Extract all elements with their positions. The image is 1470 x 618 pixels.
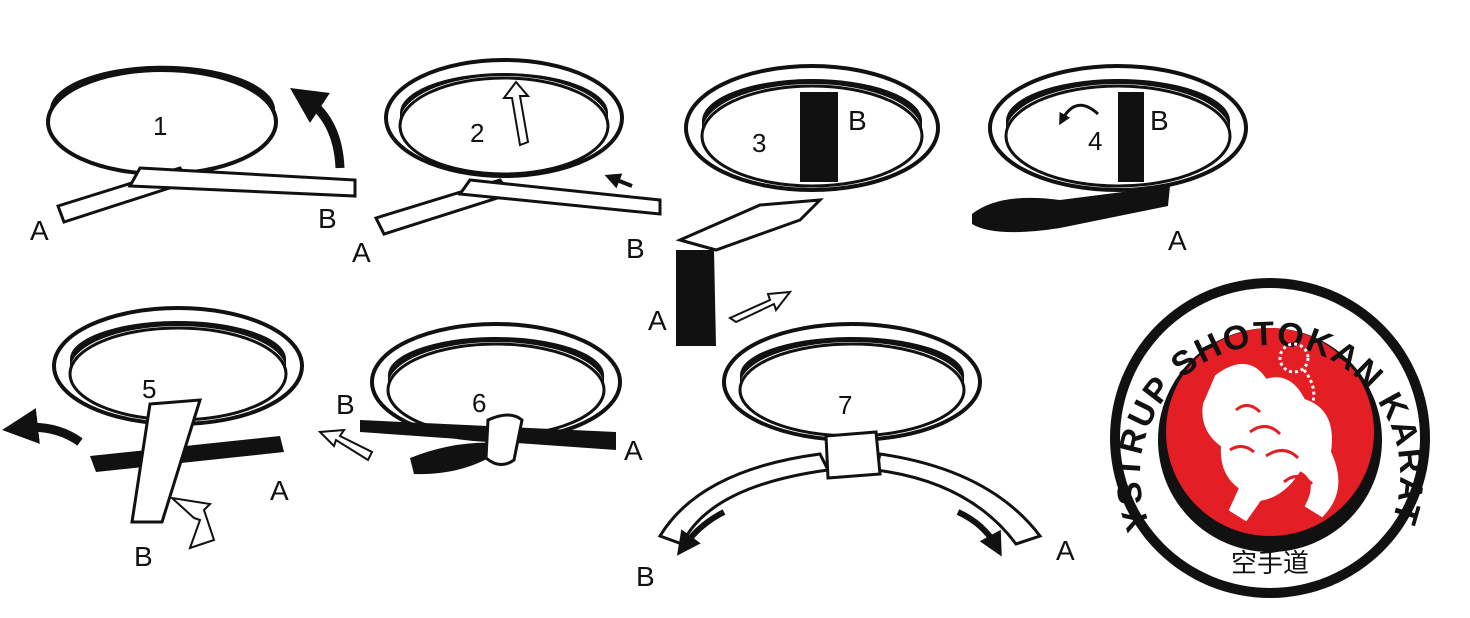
step-number: 7 [838,390,852,420]
end-label-b: B [1150,105,1169,136]
step-1: 1 A B [30,65,357,246]
step-number: 2 [470,118,484,148]
end-label-b: B [848,105,867,136]
end-label-b: B [636,561,655,592]
end-label-a: A [648,305,667,336]
curved-arrow-icon [1059,103,1100,126]
step-2: 2 A B [352,58,662,268]
logo-kanji: 空手道 [1231,549,1309,579]
step-4: 4 A B [972,64,1248,256]
step-7: 7 A B [636,322,1075,592]
arrow-outline-icon [727,290,793,324]
step-number: 4 [1088,126,1102,156]
arrow-down-right-icon [956,509,1002,557]
end-label-a: A [1168,225,1187,256]
end-label-a: A [1056,535,1075,566]
arrow-up-outline-icon [168,496,216,550]
tiger-stripes [1229,404,1314,486]
step-number: 3 [752,128,766,158]
end-label-b: B [318,203,337,234]
arrow-small-icon [604,173,633,189]
step-6: 6 A B [317,322,643,475]
arrow-outline-icon [317,428,374,462]
end-label-a: A [270,475,289,506]
arrow-down-left-icon [676,509,726,556]
arrow-up-outline-icon [502,80,531,147]
step-number: 1 [153,111,167,141]
arrow-up-icon [290,88,345,169]
step-3: 3 A B [648,64,940,346]
end-label-b: B [336,389,355,420]
end-label-b: B [626,233,645,264]
arrow-left-icon [2,408,83,446]
end-label-a: A [624,435,643,466]
end-label-b: B [134,541,153,572]
end-label-a: A [30,215,49,246]
step-number: 5 [142,374,156,404]
step-5: 5 A B [2,306,304,572]
tiger-icon [1202,342,1339,522]
end-label-a: A [352,237,371,268]
step-number: 6 [472,388,486,418]
